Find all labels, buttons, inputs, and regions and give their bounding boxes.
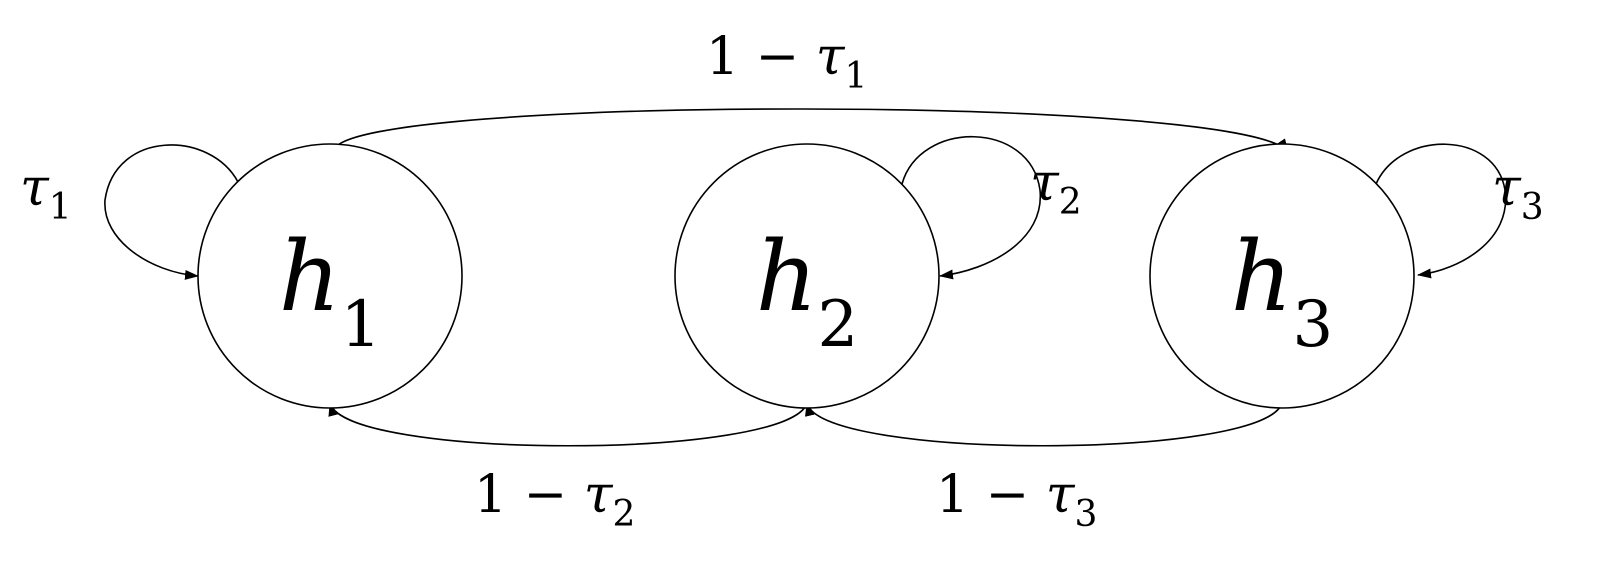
- edge-label-h2-to-h1: 1 − τ2: [474, 465, 635, 535]
- edge-label-h1-self: τ1: [20, 158, 72, 228]
- node-h2: h2: [674, 143, 940, 409]
- node-h1: h1: [197, 143, 463, 409]
- edge-label-h1-to-h3: 1 − τ1: [706, 27, 867, 97]
- node-h1-label: h1: [279, 221, 382, 362]
- edge-label-h3-self: τ3: [1492, 158, 1544, 228]
- edge-label-h3-to-h2: 1 − τ3: [936, 465, 1097, 535]
- node-h3-circle: [1149, 143, 1415, 409]
- edge-h1-to-h3: [333, 108, 1289, 153]
- node-h3-label: h3: [1231, 221, 1334, 362]
- node-h2-label: h2: [756, 221, 859, 362]
- edge-h2-to-h1: [328, 402, 808, 447]
- node-h1-circle: [197, 143, 463, 409]
- edge-h3-self-loop: [1375, 143, 1507, 279]
- node-h3: h3: [1149, 143, 1415, 409]
- edge-label-h2-self: τ2: [1030, 153, 1082, 223]
- edge-h3-to-h2: [805, 402, 1283, 447]
- edge-h1-self-loop: [104, 144, 239, 280]
- node-h2-circle: [674, 143, 940, 409]
- edge-h2-self-loop: [901, 135, 1041, 280]
